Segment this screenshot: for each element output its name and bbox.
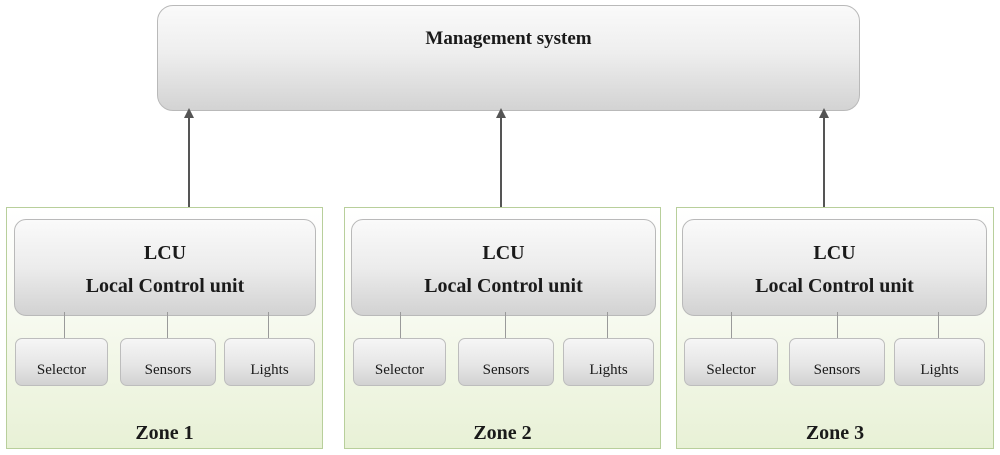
lcu-abbreviation: LCU [143, 242, 187, 264]
zone-label: Zone 2 [473, 422, 532, 444]
zone-1-container: LCU Local Control unit Selector Sensors … [6, 207, 323, 449]
sensors-box: Sensors [789, 338, 885, 386]
lcu-box: LCU Local Control unit [351, 219, 656, 316]
zone-label: Zone 1 [135, 422, 194, 444]
management-system-title: Management system [425, 28, 592, 49]
connector-line [268, 312, 269, 338]
lcu-full-name: Local Control unit [424, 275, 583, 297]
lcu-full-name: Local Control unit [85, 275, 245, 297]
lcu-box: LCU Local Control unit [682, 219, 987, 316]
connector-line [167, 312, 168, 338]
connector-line [731, 312, 732, 338]
lights-box: Lights [224, 338, 315, 386]
selector-box: Selector [353, 338, 446, 386]
lcu-full-name: Local Control unit [755, 275, 914, 297]
zone-2-container: LCU Local Control unit Selector Sensors … [344, 207, 661, 449]
lcu-abbreviation: LCU [482, 242, 525, 264]
connector-line [400, 312, 401, 338]
lcu-box: LCU Local Control unit [14, 219, 316, 316]
selector-box: Selector [15, 338, 108, 386]
lights-box: Lights [894, 338, 985, 386]
lcu-abbreviation: LCU [813, 242, 856, 264]
connector-line [938, 312, 939, 338]
sensors-box: Sensors [458, 338, 554, 386]
sensors-box: Sensors [120, 338, 216, 386]
connector-line [837, 312, 838, 338]
zone-label: Zone 3 [805, 422, 865, 444]
lights-box: Lights [563, 338, 654, 386]
connector-line [505, 312, 506, 338]
management-system-box: Management system [157, 5, 860, 111]
selector-box: Selector [684, 338, 778, 386]
connector-line [607, 312, 608, 338]
zone-3-container: LCU Local Control unit Selector Sensors … [676, 207, 994, 449]
connector-line [64, 312, 65, 338]
